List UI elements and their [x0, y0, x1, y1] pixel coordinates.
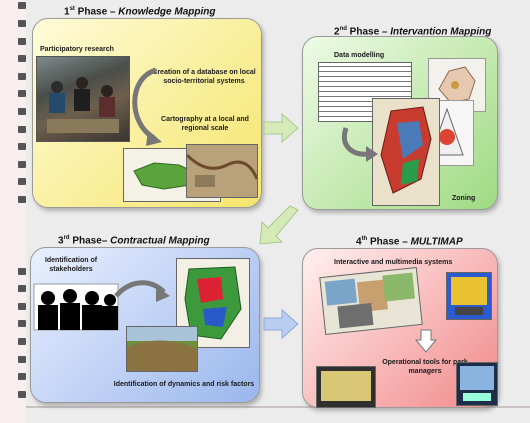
landscape-photo — [126, 326, 198, 372]
left-text-strip — [0, 0, 26, 423]
curved-arrow-icon — [132, 67, 162, 146]
interactive-systems-label: Interactive and multimedia systems — [334, 259, 453, 266]
phase1-to-phase2-arrow-icon — [263, 112, 299, 144]
multimap-screen-image — [456, 362, 498, 406]
curved-arrow-icon — [114, 280, 170, 302]
phase-1-title: 1st Phase – Knowledge Mapping — [64, 6, 216, 18]
database-creation-label: Creation of a database on local socio-te… — [152, 69, 256, 85]
local-map-image — [185, 144, 259, 198]
network-map-image — [420, 100, 474, 166]
down-arrow-icon — [414, 329, 438, 353]
multimedia-collage-image — [319, 267, 423, 335]
participatory-research-photo — [36, 56, 130, 142]
bottom-divider — [26, 406, 530, 408]
phase3-to-phase4-arrow-icon — [263, 308, 299, 340]
zoning-map-image — [372, 98, 440, 206]
operational-tools-label: Operational tools for park managers — [382, 359, 468, 375]
cartography-label: Cartography at a local and regional scal… — [161, 116, 249, 132]
phase2-to-phase3-arrow-icon — [259, 205, 299, 245]
phase-4-title: 4th Phase – MULTIMAP — [356, 236, 463, 248]
phase-3-title: 3rd Phase– Contractual Mapping — [58, 235, 210, 247]
dynamics-risk-label: Identification of dynamics and risk fact… — [113, 381, 255, 388]
curved-arrow-icon — [342, 127, 378, 162]
participatory-research-label: Participatory research — [40, 46, 114, 53]
phase-2-title: 2nd Phase – Intervantion Mapping — [334, 26, 492, 38]
zoning-label: Zoning — [452, 195, 476, 202]
computer-screen-image — [446, 272, 492, 320]
stakeholders-silhouette-image — [33, 283, 119, 331]
data-modelling-label: Data modelling — [334, 52, 385, 59]
field-tool-photo — [316, 366, 376, 408]
stakeholders-label: Identification of stakeholders — [44, 257, 98, 273]
